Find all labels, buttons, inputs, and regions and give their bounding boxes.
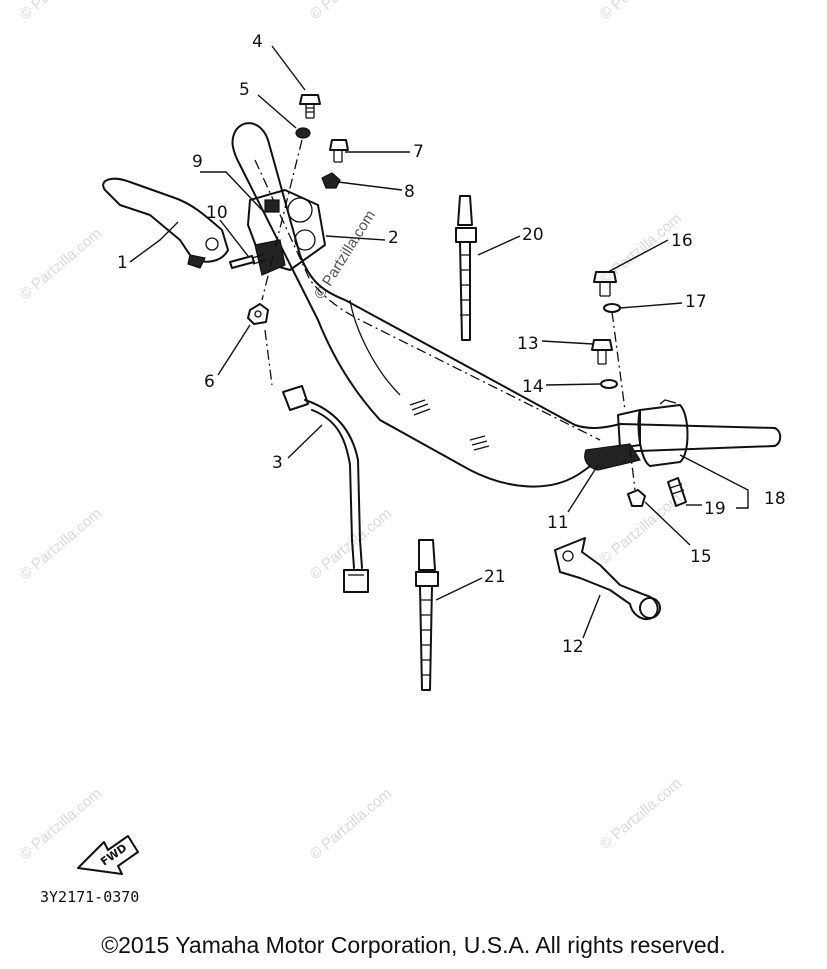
- callout-21: 21: [484, 567, 506, 587]
- left-lever-holder: [247, 189, 326, 276]
- handlebar: [231, 122, 782, 488]
- callout-18: 18: [764, 489, 786, 509]
- watermark: © Partzilla.com: [17, 505, 105, 583]
- watermarks: © Partzilla.com © Partzilla.com © Partzi…: [17, 0, 685, 863]
- fasteners: [229, 94, 687, 507]
- callout-6: 6: [204, 372, 215, 392]
- fwd-arrow: FWD: [77, 835, 139, 875]
- watermark: © Partzilla.com: [597, 0, 685, 23]
- callouts: 1 2 3 4 5 6 7 8 9 10 11 12 13 14 15 16 1…: [117, 32, 786, 657]
- callout-13: 13: [517, 334, 539, 354]
- callout-20: 20: [522, 225, 544, 245]
- callout-5: 5: [239, 80, 250, 100]
- callout-3: 3: [272, 453, 283, 473]
- clutch-lever: [102, 177, 229, 269]
- watermark: © Partzilla.com: [17, 785, 105, 863]
- callout-1: 1: [117, 253, 128, 273]
- right-switch: [584, 399, 689, 471]
- watermark: © Partzilla.com: [307, 785, 395, 863]
- leader-lines: [129, 45, 749, 639]
- callout-7: 7: [413, 142, 424, 162]
- watermark: © Partzilla.com: [597, 775, 685, 853]
- watermark: © Partzilla.com: [307, 0, 395, 23]
- callout-11: 11: [547, 513, 569, 533]
- alignment-lines: [261, 139, 636, 491]
- callout-17: 17: [685, 292, 707, 312]
- callout-14: 14: [522, 377, 544, 397]
- diagram-code: 3Y2171-0370: [40, 888, 139, 906]
- callout-15: 15: [690, 547, 712, 567]
- callout-12: 12: [562, 637, 584, 657]
- cable-switch: [282, 385, 369, 593]
- brake-lever: [554, 537, 661, 620]
- callout-9: 9: [192, 152, 203, 172]
- watermark: © Partzilla.com: [17, 0, 105, 23]
- callout-10: 10: [206, 203, 228, 223]
- watermark: © Partzilla.com: [17, 225, 105, 303]
- cable-ties: [415, 195, 477, 691]
- copyright-notice: ©2015 Yamaha Motor Corporation, U.S.A. A…: [101, 932, 726, 958]
- callout-8: 8: [404, 182, 415, 202]
- callout-19: 19: [704, 499, 726, 519]
- callout-4: 4: [252, 32, 263, 52]
- callout-2: 2: [388, 228, 399, 248]
- watermark: © Partzilla.com: [597, 490, 685, 568]
- callout-16: 16: [671, 231, 693, 251]
